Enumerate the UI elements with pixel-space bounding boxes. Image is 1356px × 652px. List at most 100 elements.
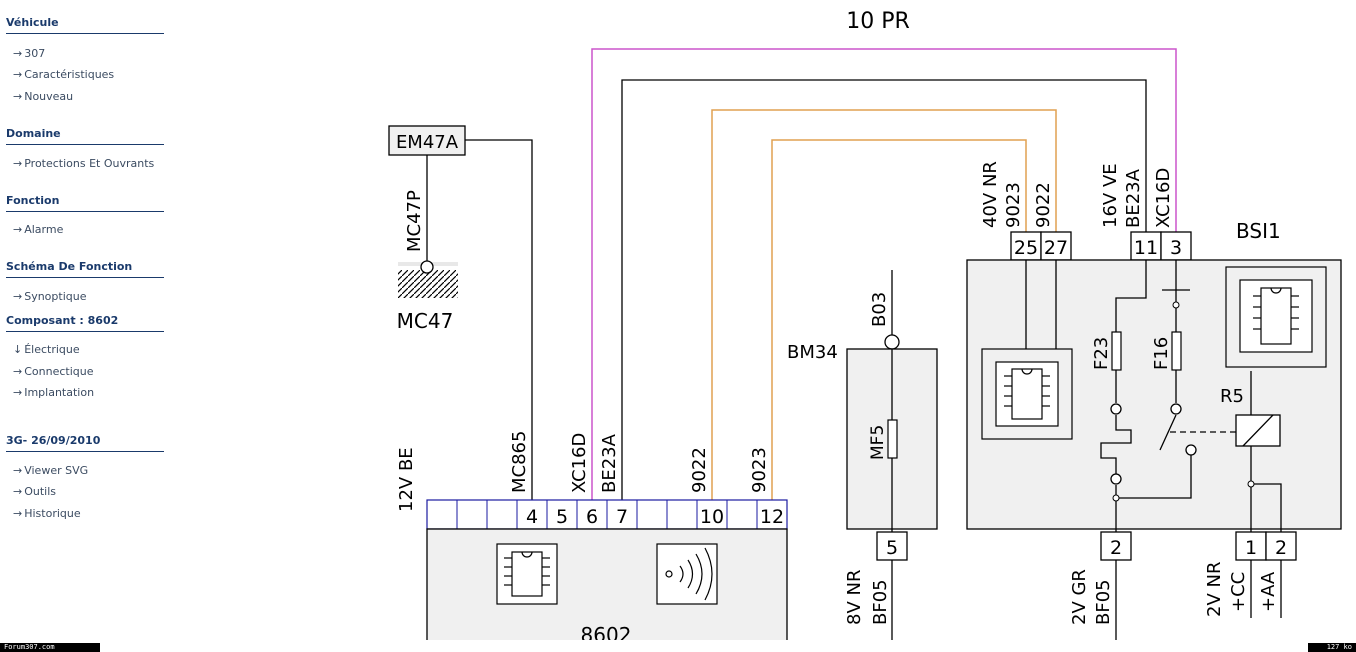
wire-bf05-loop (891, 560, 1117, 640)
nav-link-label: Synoptique (24, 290, 87, 303)
fuse-f16-icon (1171, 331, 1182, 371)
f23-label: F23 (1091, 337, 1112, 370)
nav-link-label: Nouveau (24, 90, 74, 103)
nav-link-synoptique[interactable]: →Synoptique (13, 290, 87, 303)
pin-label: 12 (760, 506, 784, 528)
arrow-right-icon: → (13, 386, 23, 399)
pin-label: 7 (616, 506, 628, 528)
pin-label: 10 (700, 506, 724, 528)
bm34-label: BM34 (787, 342, 838, 363)
pin-box-bsi-25 (1010, 231, 1042, 261)
wire-label-be23a: BE23A (599, 433, 620, 493)
pin-box-bm34 (876, 531, 908, 561)
nav-link-protections[interactable]: →Protections Et Ouvrants (13, 157, 154, 170)
ground-node-icon (420, 260, 434, 274)
wire-em47a (465, 139, 533, 500)
section-title-composant: Composant : 8602 (6, 314, 164, 332)
wire-label-cc: +CC (1228, 572, 1249, 612)
pin-label: 25 (1014, 237, 1038, 259)
contact-node-icon (1185, 444, 1197, 456)
nav-link-label: Historique (24, 507, 81, 520)
arrow-right-icon: → (13, 90, 23, 103)
ground-hatch (398, 270, 458, 298)
nav-link-label: Connectique (24, 365, 94, 378)
arrow-right-icon: → (13, 68, 23, 81)
wire-black (621, 79, 1147, 500)
wire-label-xc16d-top: XC16D (1153, 168, 1174, 228)
em47a-label: EM47A (396, 132, 459, 153)
em47a-connector (388, 125, 466, 156)
wire-label-9023: 9023 (749, 447, 770, 493)
diagram-title: 10 PR (846, 9, 910, 34)
section-title-schema: Schéma De Fonction (6, 260, 164, 278)
footer-site-label: Forum307.com (0, 643, 100, 652)
wire-orange (711, 109, 1057, 500)
relay-coil-icon (1235, 414, 1281, 447)
chip-icon (496, 543, 558, 605)
nav-link-connectique[interactable]: →Connectique (13, 365, 93, 378)
nav-link-alarme[interactable]: →Alarme (13, 223, 63, 236)
arrow-right-icon: → (13, 47, 23, 60)
nav-link-label: Outils (24, 485, 57, 498)
nav-link-label: Viewer SVG (24, 464, 89, 477)
junction-dot (1247, 480, 1255, 488)
bsi-chip-right-icon (1225, 266, 1327, 368)
contact-node-icon (1170, 403, 1182, 415)
nav-link-implantation[interactable]: →Implantation (13, 386, 94, 399)
nav-link-electrique[interactable]: ↓Électrique (13, 343, 80, 356)
arrow-right-icon: → (13, 507, 23, 520)
nav-link-label: Protections Et Ouvrants (24, 157, 155, 170)
wire-label-2v-gr: 2V GR (1069, 569, 1090, 625)
arrow-down-icon: ↓ (13, 343, 23, 356)
wire-label-9022: 9022 (689, 447, 710, 493)
mc47p-label: MC47P (404, 190, 425, 252)
pin-box-bsi-bottom-1 (1235, 531, 1267, 561)
bsi-internal-wiring (1025, 260, 1282, 532)
arrow-right-icon: → (13, 223, 23, 236)
b03-node-icon (884, 334, 900, 350)
contact-node-icon (1110, 403, 1122, 415)
pin-label: 3 (1170, 237, 1182, 259)
f16-label: F16 (1151, 337, 1172, 370)
bsi-chip-left-icon (981, 348, 1073, 440)
wire-label-bf05: BF05 (870, 579, 891, 625)
r5-label: R5 (1220, 386, 1244, 407)
arrow-right-icon: → (13, 290, 23, 303)
wire-label-8v-nr: 8V NR (844, 570, 865, 625)
pin-label: 1 (1245, 537, 1257, 559)
wire-label-xc16d: XC16D (569, 433, 590, 493)
nav-link-caracteristiques[interactable]: →Caractéristiques (13, 68, 114, 81)
mf5-label: MF5 (868, 425, 888, 460)
nav-link-historique[interactable]: →Historique (13, 507, 81, 520)
contact-node-icon (1110, 473, 1122, 485)
wire-label-2v-nr: 2V NR (1204, 562, 1225, 617)
component-8602-label: 8602 (581, 623, 632, 640)
wire-label-12v-be: 12V BE (396, 447, 417, 512)
wire-label-40v-nr: 40V NR (980, 161, 1001, 228)
section-title-domaine: Domaine (6, 127, 164, 145)
nav-link-outils[interactable]: →Outils (13, 485, 56, 498)
junction-dot (1112, 494, 1120, 502)
wire-label-9023-top: 9023 (1003, 182, 1024, 228)
pin-box-bsi-27 (1040, 231, 1072, 261)
nav-link-viewer-svg[interactable]: →Viewer SVG (13, 464, 88, 477)
bsi1-label: BSI1 (1236, 219, 1281, 243)
arrow-right-icon: → (13, 157, 23, 170)
nav-link-307[interactable]: →307 (13, 47, 45, 60)
component-8602-body (426, 528, 788, 640)
wire-label-bf05-right: BF05 (1093, 579, 1114, 625)
wire-pink (591, 48, 1177, 500)
b03-label: B03 (869, 292, 890, 327)
footer-size-label: 127 ko (1308, 643, 1356, 652)
section-title-version: 3G- 26/09/2010 (6, 434, 164, 452)
wire-label-aa: +AA (1258, 571, 1279, 612)
pin-label: 4 (526, 506, 538, 528)
pin-label: 11 (1134, 237, 1158, 259)
nav-link-nouveau[interactable]: →Nouveau (13, 90, 73, 103)
junction-dot (1172, 301, 1180, 309)
wire-label-9022-top: 9022 (1033, 182, 1054, 228)
wire-label-16v-ve: 16V VE (1100, 163, 1121, 228)
fuse-f23-icon (1111, 331, 1122, 371)
pin-label: 2 (1275, 537, 1287, 559)
